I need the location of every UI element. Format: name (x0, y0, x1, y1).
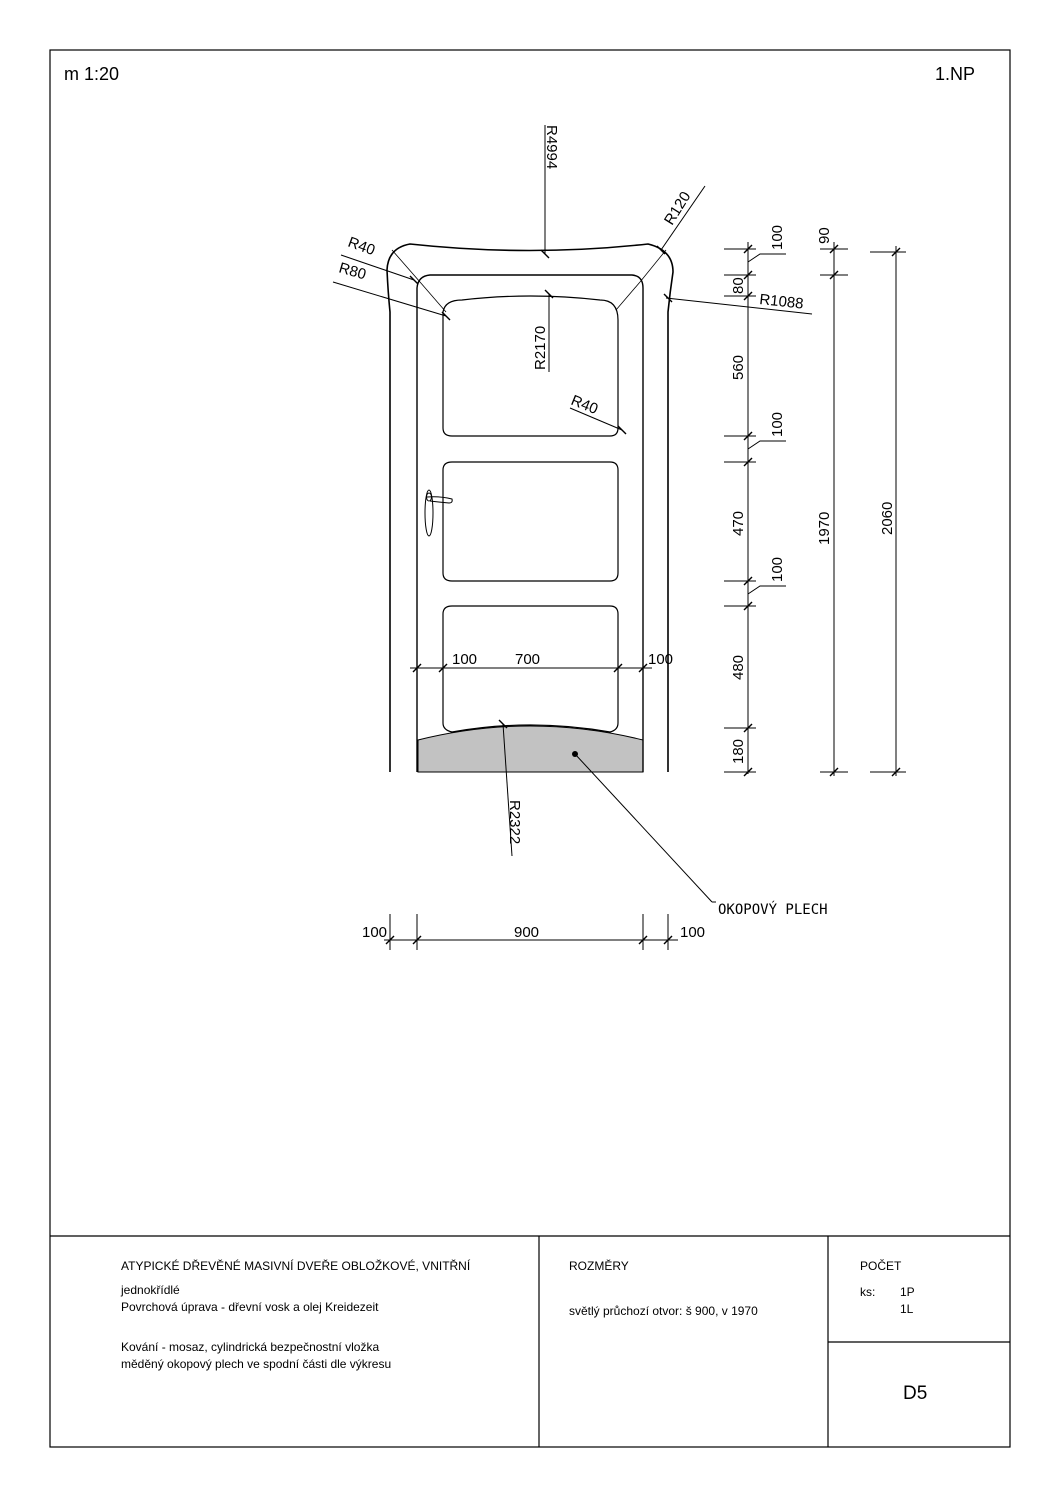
count-heading: POČET (860, 1259, 902, 1273)
dim-v-480: 480 (730, 655, 747, 680)
dim-total-width (384, 914, 678, 950)
dim-v-100-mid2: 100 (769, 557, 786, 582)
sheet-frame (49, 49, 1011, 1448)
count-value-2: 1L (900, 1302, 914, 1316)
drawing-code: D5 (903, 1383, 928, 1404)
dim-v-80: 80 (730, 277, 747, 294)
dim-w-100-right: 100 (680, 924, 705, 941)
dim-h-100-a: 100 (452, 651, 477, 668)
kick-plate (417, 725, 644, 773)
title-block-line2: jednokřídlé (121, 1283, 180, 1297)
title-block-title: ATYPICKÉ DŘEVĚNÉ MASIVNÍ DVEŘE OBLOŽKOVÉ… (121, 1259, 471, 1273)
label-r2322: R2322 (506, 800, 523, 844)
door-handle-icon (424, 489, 453, 537)
floor-label: 1.NP (935, 64, 975, 84)
dim-v-180: 180 (730, 739, 747, 764)
dim-panel-widths (410, 660, 652, 676)
dim-vertical-chain-ticks (743, 244, 753, 777)
label-r4994: R4994 (543, 125, 560, 169)
count-label: ks: (860, 1285, 876, 1299)
dim-v-100-mid1: 100 (769, 412, 786, 437)
radius-ticks (409, 245, 673, 729)
label-r80: R80 (337, 260, 368, 284)
dim-1970 (820, 242, 848, 777)
dim-h-700: 700 (515, 651, 540, 668)
dim-w-900: 900 (514, 924, 539, 941)
dim-v-1970: 1970 (816, 512, 833, 545)
dim-v-90: 90 (816, 227, 833, 244)
label-r40-top: R40 (346, 234, 378, 259)
door-casing-outer (386, 243, 674, 772)
door-panel-top (442, 295, 619, 437)
dim-v-560: 560 (730, 355, 747, 380)
label-r2170: R2170 (532, 326, 549, 370)
label-r1088: R1088 (759, 291, 805, 313)
door-elevation (386, 243, 674, 773)
door-panel-middle (442, 461, 619, 582)
count-value-1: 1P (900, 1285, 915, 1299)
dim-2060 (870, 246, 906, 777)
radius-leaders (332, 125, 813, 903)
dims-text: světlý průchozí otvor: š 900, v 1970 (569, 1304, 758, 1318)
scale-label: m 1:20 (64, 64, 119, 84)
dim-h-100-b: 100 (648, 651, 673, 668)
door-leaf-edge (416, 274, 644, 772)
door-panel-bottom (442, 605, 619, 733)
dim-v-2060: 2060 (879, 502, 896, 535)
dim-v-100-top: 100 (769, 225, 786, 250)
dim-v-470: 470 (730, 511, 747, 536)
dims-heading: ROZMĚRY (569, 1259, 629, 1273)
label-kick-plate: OKOPOVÝ PLECH (718, 901, 828, 918)
title-block-line4: Kování - mosaz, cylindrická bezpečnostní… (121, 1340, 380, 1354)
label-r40-panel: R40 (569, 392, 601, 418)
title-block-line5: měděný okopový plech ve spodní části dle… (121, 1357, 392, 1371)
kick-plate-marker (572, 751, 578, 757)
title-block-line3: Povrchová úprava - dřevní vosk a olej Kr… (121, 1300, 379, 1314)
dim-w-100-left: 100 (362, 924, 387, 941)
corner-lines (391, 249, 667, 313)
dim-vertical-chain (724, 242, 786, 774)
